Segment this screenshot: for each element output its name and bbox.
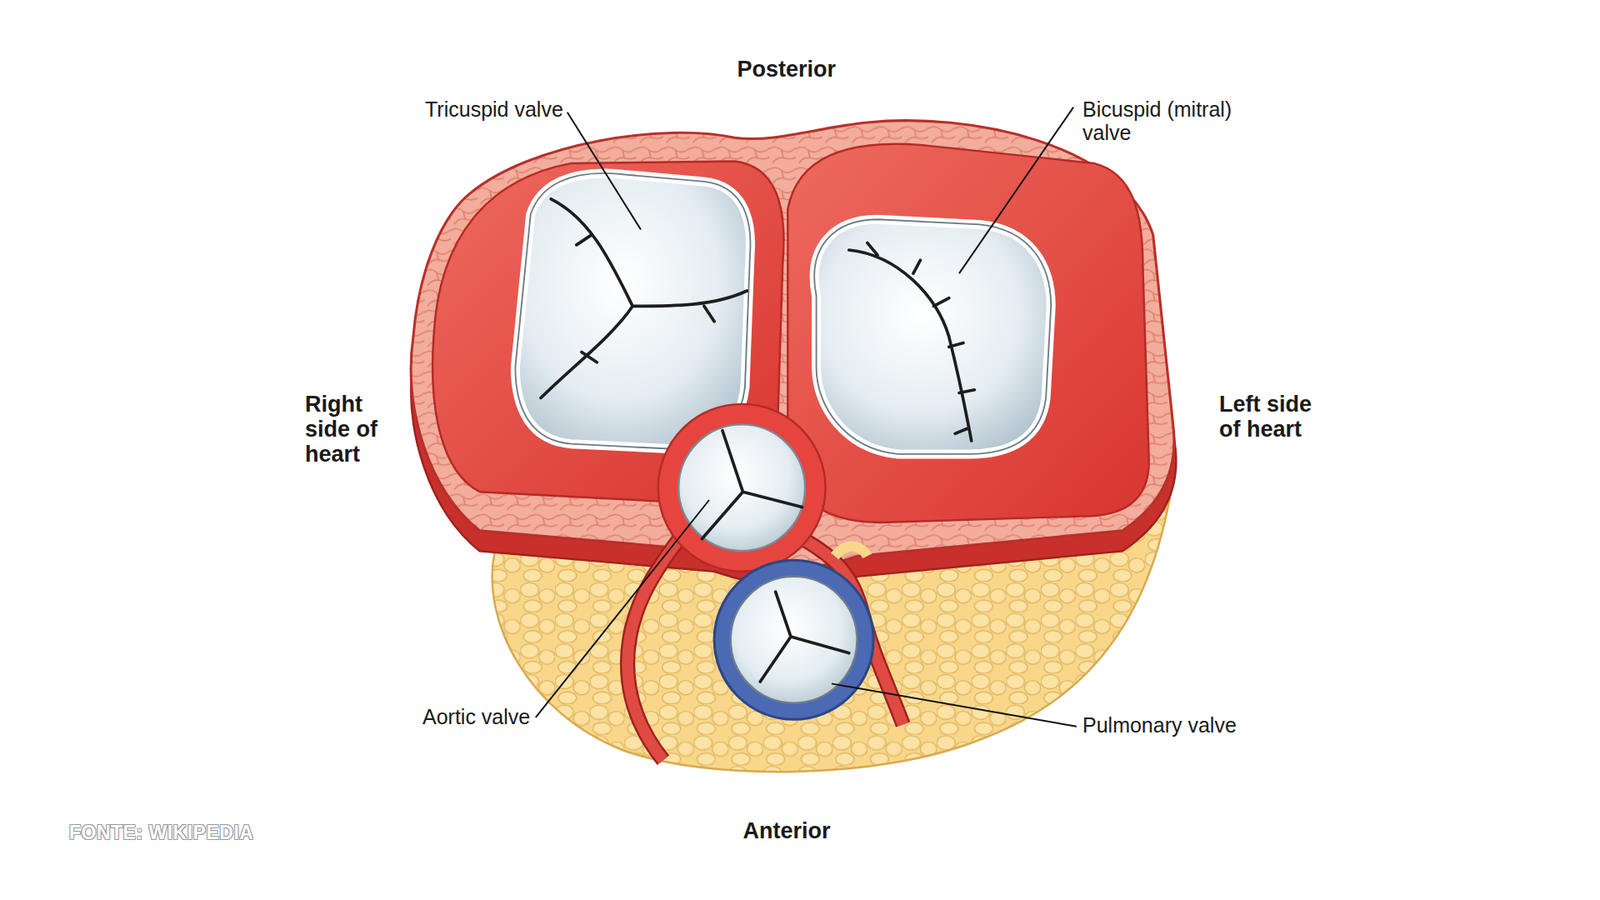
myocardium-surface — [410, 120, 1175, 568]
tricuspid-commissures — [540, 199, 747, 399]
side-label: Right side of heart — [305, 391, 399, 468]
aortic-commissures — [701, 430, 802, 540]
leader-line — [567, 112, 641, 230]
leader-line — [535, 500, 710, 718]
left-ventricle-wall — [787, 144, 1149, 523]
valve-label: Aortic valve — [422, 705, 530, 729]
orientation-label: Posterior — [737, 56, 837, 82]
valve-label: Pulmonary valve — [1082, 713, 1237, 737]
coronary-branch — [835, 546, 868, 557]
valve-label: Tricuspid valve — [425, 97, 564, 121]
source-watermark: FONTE: WIKIPEDIA — [69, 822, 254, 845]
mitral-coaptation — [849, 242, 975, 441]
pulmonary-commissures — [760, 591, 850, 682]
side-label: Left side of heart — [1219, 391, 1313, 442]
leader-line — [959, 107, 1074, 275]
aortic-root — [658, 404, 826, 572]
leader-line — [831, 683, 1077, 726]
mitral-annulus — [814, 219, 1051, 455]
valve-label: Bicuspid (mitral) valve — [1082, 97, 1279, 145]
pulmonary-trunk — [714, 560, 874, 720]
orientation-label: Anterior — [743, 818, 831, 844]
aortic-valve-disc — [678, 424, 805, 551]
mitral-annulus-edge — [814, 219, 1051, 455]
